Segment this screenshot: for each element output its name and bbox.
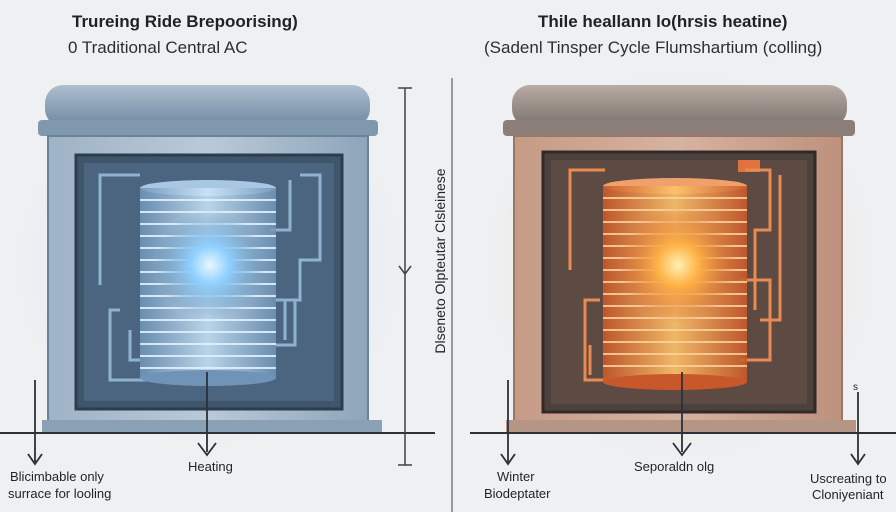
- right-center-label: Seporaldn olg: [634, 459, 715, 474]
- cool-coil: [140, 180, 276, 386]
- right-small-mark: s: [853, 382, 858, 393]
- left-center-arrow-icon: [197, 372, 217, 457]
- right-right-label-2: Cloniyeniant: [812, 487, 884, 502]
- right-outer-left-arrow-icon: [500, 380, 516, 466]
- left-center-label: Heating: [188, 459, 233, 474]
- left-outer-arrow-icon: [27, 380, 43, 466]
- middle-arrow-icon: [398, 265, 412, 276]
- right-left-label-2: Biodeptater: [484, 486, 551, 501]
- warm-coil: [603, 178, 747, 390]
- right-outer-right-arrow-icon: [850, 392, 866, 466]
- right-left-label-1: Winter: [497, 469, 535, 484]
- left-subtitle: 0 Traditional Central AC: [68, 38, 248, 57]
- traditional-ac-unit: [38, 85, 382, 432]
- right-title: Thile heallann lo(hrsis heatine): [538, 12, 788, 31]
- right-center-arrow-icon: [672, 372, 692, 457]
- left-bottom-label-2: surrace for looling: [8, 486, 112, 501]
- right-right-label-1: Uscreating to: [810, 471, 887, 486]
- left-title: Trureing Ride Brepoorising): [72, 12, 298, 31]
- left-bottom-label-1: Blicimbable only: [10, 469, 104, 484]
- heat-pump-unit: [503, 85, 856, 432]
- middle-vertical-label: Dlseneto Olpteutar Clsleinese: [432, 168, 448, 354]
- right-subtitle: (Sadenl Tinsper Cycle Flumshartium (coll…: [484, 38, 823, 57]
